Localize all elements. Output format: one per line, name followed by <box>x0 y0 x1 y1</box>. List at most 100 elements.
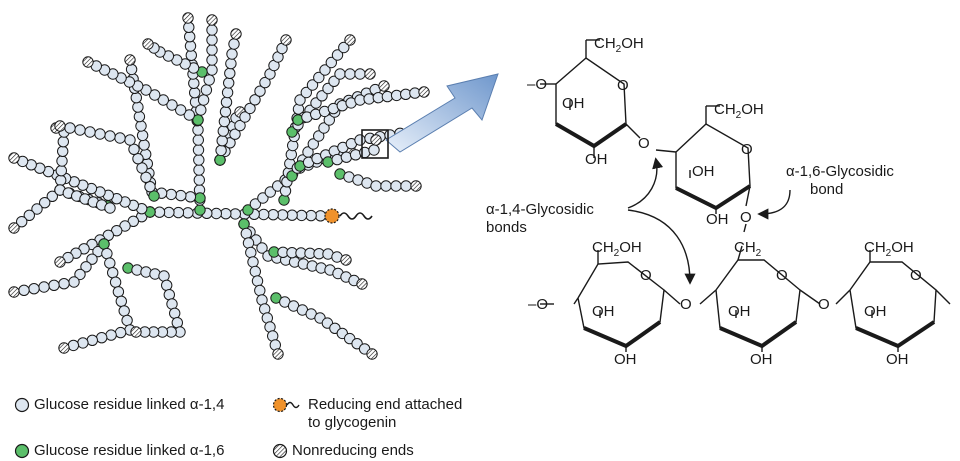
glucose-residue <box>163 206 175 219</box>
nonreducing-end-residue <box>364 68 376 80</box>
branch-point-residue <box>98 238 110 250</box>
glucose-residue <box>254 284 266 297</box>
glucose-residue <box>80 261 92 273</box>
glucose-residue <box>318 122 330 134</box>
reducing-end <box>324 208 373 224</box>
glucose-residue <box>23 209 35 222</box>
oh-ur-1: OH <box>692 163 715 180</box>
oh-bl-2: OH <box>614 351 637 368</box>
glucose-residue <box>258 208 270 221</box>
glucose-residue <box>249 198 262 210</box>
glucose-residue <box>125 63 138 76</box>
glucose-residue <box>223 77 235 89</box>
legend-label-nonreducing: Nonreducing ends <box>292 442 414 459</box>
glucose-residue <box>226 48 238 60</box>
glucose-residue <box>169 307 181 319</box>
glucose-residue <box>39 197 51 209</box>
glucose-residue <box>189 87 201 99</box>
glucose-residue <box>331 49 344 61</box>
legend-item-glucose-16: Glucose residue linked α-1,6 <box>14 442 264 460</box>
legend-item-glucose-14: Glucose residue linked α-1,4 <box>14 396 264 414</box>
glucose-residue <box>149 89 161 101</box>
nonreducing-end-residue <box>8 286 20 298</box>
ch2oh-bl: CH2OH <box>592 239 642 259</box>
glucose-residue <box>242 237 255 249</box>
ring-o-ur: O <box>741 141 753 158</box>
glucose-residue <box>354 134 366 146</box>
ch2oh-ul: CH2OH <box>594 35 644 55</box>
nonreducing-end-residue <box>124 54 136 66</box>
oh-br-1: OH <box>864 303 887 320</box>
glucose-residue <box>380 180 392 192</box>
glucose-residue <box>307 138 319 150</box>
glucose-residue <box>48 279 60 291</box>
glucose-residue <box>114 326 127 339</box>
glucose-residue <box>210 207 223 220</box>
bond16-label-line1: α-1,6-Glycosidic <box>786 163 894 180</box>
glucose-residue <box>370 180 382 192</box>
glucose-residue <box>16 216 28 228</box>
ch2oh-ur: CH2OH <box>714 101 764 121</box>
glucose-residue <box>104 130 116 142</box>
glucose-residue <box>206 54 218 66</box>
o-link-bottom-left: –O <box>528 296 548 313</box>
glucose-residue <box>136 129 149 142</box>
glucose-residue <box>184 191 197 203</box>
glucose-residue <box>31 203 43 215</box>
glucose-residue <box>153 206 166 218</box>
glucose-residue <box>74 268 86 281</box>
branch-point-residue <box>286 126 298 138</box>
bond16-label-line2: bond <box>810 181 843 198</box>
glucose-residue <box>323 114 335 126</box>
glucose-residue <box>218 115 231 128</box>
glucose-residue <box>400 180 412 192</box>
branch-point-residue <box>192 114 204 126</box>
glucose-residue <box>121 314 133 327</box>
glucose-residue <box>161 279 173 291</box>
glucose-residue <box>104 202 116 214</box>
zoom-arrow <box>385 73 499 153</box>
glucose-14-swatch <box>14 397 30 413</box>
reducing-end-swatch <box>272 397 300 413</box>
glucose-residue <box>224 67 236 80</box>
glucose-residue <box>58 278 70 290</box>
legend-item-nonreducing: Nonreducing ends <box>272 442 472 460</box>
legend-label-reducing-end-1: Reducing end attached <box>308 396 463 413</box>
glucose-residue <box>158 270 170 282</box>
glucose-ring-bottom-left <box>540 250 681 352</box>
oh-bl-1: OH <box>592 303 615 320</box>
glucose-residue <box>254 85 266 97</box>
glucose-residue <box>334 68 346 80</box>
glucose-residue <box>184 40 197 52</box>
glucose-residue <box>140 171 152 184</box>
glucose-residue <box>183 109 196 121</box>
glucose-residue <box>390 180 402 192</box>
glucose-residue <box>128 143 140 156</box>
glucose-residue <box>18 284 30 296</box>
nonreducing-end-residue <box>410 180 422 192</box>
oh-br-2: OH <box>886 351 909 368</box>
glycogen-tree <box>8 12 430 360</box>
branch-point-residue <box>286 170 298 182</box>
bond14-label-line2: bonds <box>486 219 527 236</box>
glucose-residue <box>314 210 327 222</box>
glucose-residue <box>220 96 233 108</box>
branch-point-residue <box>194 204 206 216</box>
glucose-residue <box>239 111 251 123</box>
glucose-residue <box>192 134 205 146</box>
glucose-residue <box>313 71 325 84</box>
o-link-bottom-1: O <box>680 296 692 313</box>
glucose-residue <box>57 145 69 158</box>
nonreducing-end-residue <box>182 12 194 24</box>
nonreducing-end-residue <box>356 278 368 290</box>
glucose-residue <box>217 125 230 137</box>
glucose-residue <box>132 153 144 165</box>
glucose-residue <box>206 64 218 76</box>
branch-point-residue <box>214 154 226 166</box>
glucose-ring-bottom-middle <box>699 223 821 352</box>
nonreducing-end-residue <box>366 348 378 360</box>
glucose-residue <box>245 246 257 259</box>
glucose-residue <box>56 155 68 167</box>
nonreducing-end-residue <box>370 134 382 146</box>
glucose-residue <box>249 94 261 106</box>
